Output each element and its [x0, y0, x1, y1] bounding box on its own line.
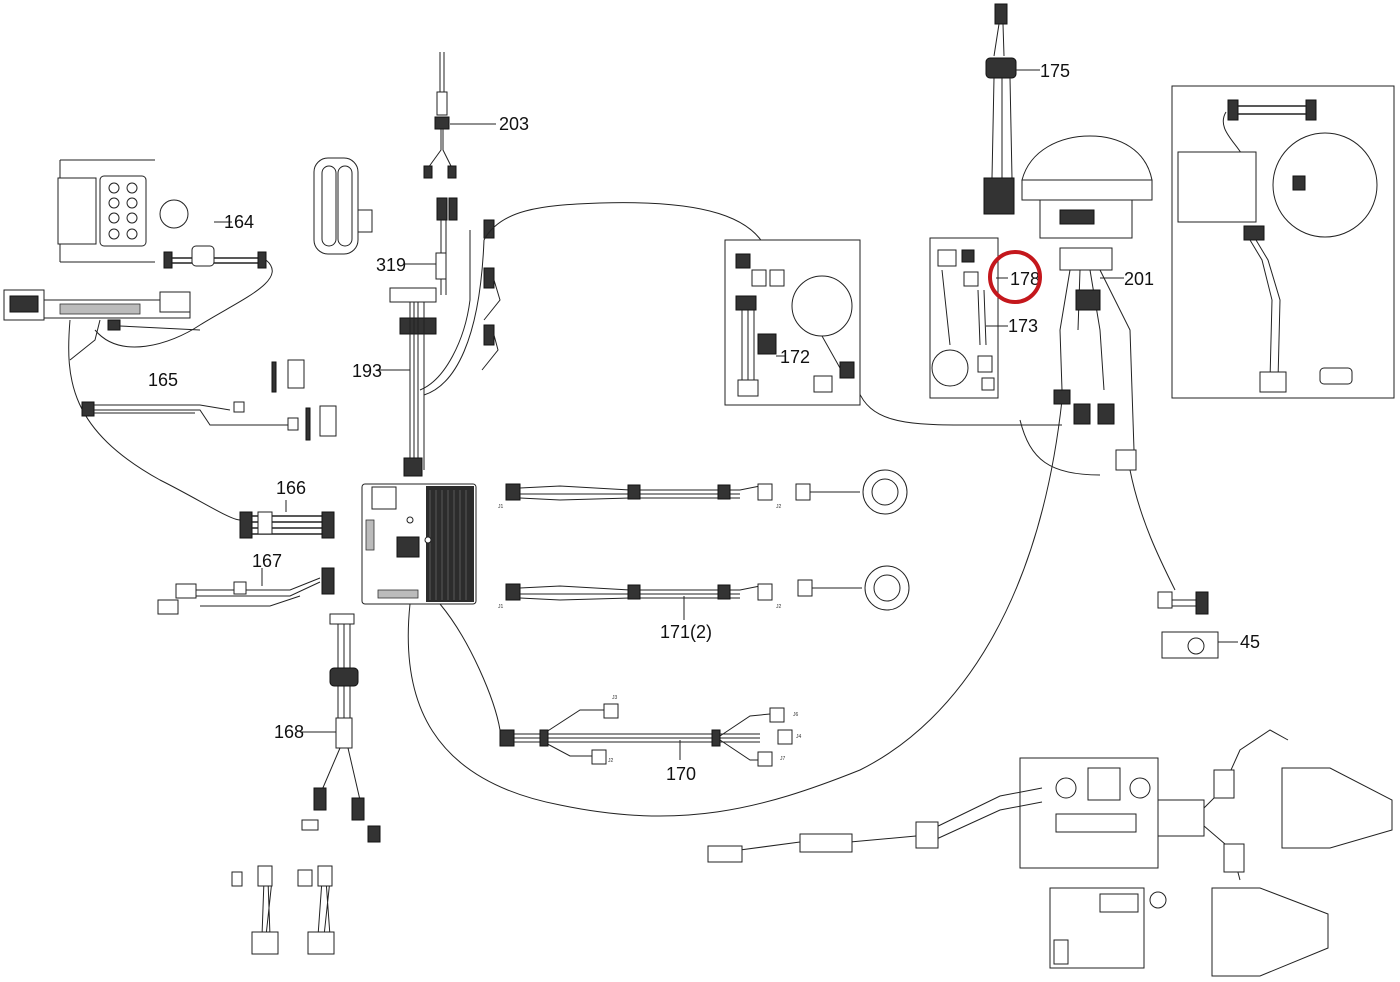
interconnect-wires	[407, 202, 1176, 817]
tag-j6: J6	[793, 712, 799, 718]
label-173: 173	[1008, 316, 1038, 336]
tag-j3: J3	[612, 695, 618, 701]
highlight-circle-178	[988, 250, 1042, 304]
tag-j7: J7	[780, 756, 786, 762]
label-165: 165	[148, 370, 178, 390]
label-193: 193	[352, 361, 382, 381]
label-45: 45	[1240, 632, 1260, 652]
assembly-45	[1157, 591, 1238, 659]
harness-171-upper	[505, 469, 908, 515]
power-board-assembly	[707, 729, 1393, 977]
label-170: 170	[666, 764, 696, 784]
assembly-175-201	[983, 3, 1153, 471]
assembly-164	[57, 159, 273, 348]
box-173	[929, 237, 1008, 399]
label-319: 319	[376, 255, 406, 275]
label-203: 203	[499, 114, 529, 134]
tag-j2-upper: J2	[776, 504, 782, 510]
label-172: 172	[780, 347, 810, 367]
tag-j2-lower: J2	[776, 604, 782, 610]
harness-168	[300, 613, 381, 843]
harness-170	[499, 703, 793, 767]
tag-j2: J2	[608, 758, 614, 764]
main-control-board	[361, 483, 477, 605]
harness-165	[81, 359, 337, 441]
sensor-pad	[313, 157, 373, 255]
label-168: 168	[274, 722, 304, 742]
label-201: 201	[1124, 269, 1154, 289]
label-171: 171(2)	[660, 622, 712, 642]
label-178: 178	[1010, 269, 1040, 289]
left-panel-assembly	[3, 289, 241, 521]
harness-pair-bottom-left	[231, 865, 335, 955]
harness-203	[423, 52, 496, 179]
label-175: 175	[1040, 61, 1070, 81]
box-172	[724, 239, 861, 406]
label-164: 164	[224, 212, 254, 232]
label-166: 166	[276, 478, 306, 498]
tag-j4: J4	[796, 734, 802, 740]
harness-171-lower	[505, 565, 910, 620]
tag-j1-lower: J1	[498, 604, 504, 610]
display-board-box	[1171, 85, 1395, 399]
label-167: 167	[252, 551, 282, 571]
harness-193	[378, 197, 501, 477]
harness-167	[157, 567, 335, 615]
harness-166	[239, 500, 335, 539]
tag-j1-upper: J1	[498, 504, 504, 510]
